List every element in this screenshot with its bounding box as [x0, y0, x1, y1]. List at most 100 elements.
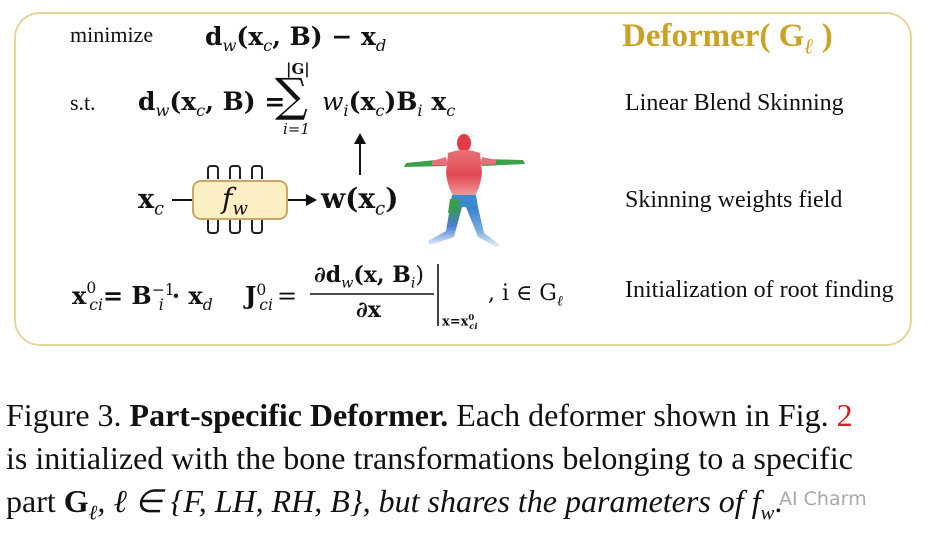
network-box: [192, 180, 288, 220]
caption-f: f: [751, 483, 761, 519]
lhs-c: c: [196, 101, 206, 120]
obj-dsub: d: [375, 36, 387, 55]
jacobian-denominator: ∂x: [356, 297, 381, 323]
title-sub: ℓ: [804, 34, 814, 59]
rhs-xc: x: [422, 87, 447, 116]
title-close: ): [813, 18, 833, 54]
network-input: xc: [138, 184, 164, 219]
init-x-sup: 0: [86, 279, 97, 297]
rhs-w: w: [322, 87, 344, 116]
caption-line1-rest: Each deformer shown in Fig.: [448, 397, 837, 433]
network-output: w(xc): [321, 182, 398, 220]
figure-ref-link[interactable]: 2: [836, 397, 853, 433]
net-w: w: [232, 198, 248, 220]
init-rest: · x: [171, 281, 203, 310]
out-w: w(x: [321, 182, 376, 215]
num-d: ∂d: [314, 262, 342, 288]
network-node: [229, 220, 241, 234]
caption-end: .: [774, 483, 783, 519]
caption-line-2: is initialized with the bone transformat…: [6, 440, 853, 476]
init-x0-expression: x0ci= B−1i · xd: [72, 279, 213, 314]
lbs-label: Linear Blend Skinning: [625, 90, 844, 116]
out-c: c: [375, 198, 386, 220]
init-x: x: [72, 281, 87, 310]
sum-lower: i=1: [283, 120, 310, 138]
lhs-d: d: [138, 87, 156, 116]
network-node: [207, 165, 219, 179]
caption-fsub: w: [760, 501, 775, 525]
init-J: J: [245, 281, 257, 310]
init-label: Initialization of root finding: [625, 277, 894, 303]
num-w: w: [341, 275, 354, 292]
num-rest: (x, B: [353, 262, 411, 288]
evaluation-bar: [437, 264, 439, 326]
init-x-sub: ci: [89, 295, 103, 314]
caption-bold: Part-specific Deformer.: [129, 397, 449, 433]
cond-sub: ℓ: [556, 293, 563, 310]
evaluation-point: x=x0ci: [442, 312, 478, 331]
init-B-sub: i: [158, 295, 164, 314]
init-J-sup: 0: [256, 281, 267, 299]
lhs-args: (x: [169, 87, 197, 116]
lhs-w: w: [155, 101, 170, 120]
title-text: Deformer( G: [622, 18, 805, 54]
num-close: ): [415, 263, 425, 288]
obj-rest: , B) − x: [272, 22, 376, 51]
init-jacobian-lhs: J0ci=: [245, 281, 297, 314]
network-node: [251, 220, 263, 234]
network-node: [229, 165, 241, 179]
init-condition: , i ∈ Gℓ: [488, 281, 563, 310]
init-B-sup: −1: [151, 281, 175, 299]
watermark: AI Charm: [779, 488, 867, 510]
caption-part: part: [6, 483, 64, 519]
num-Bi: i: [410, 275, 416, 292]
caption-line-3: part Gℓ, ℓ ∈ {F, LH, RH, B}, but shares …: [6, 480, 782, 534]
net-f: f: [222, 182, 233, 215]
sum-symbol: ∑: [275, 68, 308, 122]
st-keyword: s.t.: [70, 90, 96, 115]
caption-set: , ℓ ∈ {F, LH, RH, B}, but shares the par…: [97, 483, 752, 519]
network-node: [207, 220, 219, 234]
caption-G: G: [63, 483, 89, 519]
input-connector: [172, 199, 194, 201]
caption-line-1: Figure 3. Part-specific Deformer. Each d…: [6, 394, 853, 436]
obj-c: c: [263, 36, 273, 55]
out-close: ): [385, 182, 399, 215]
lhs-rest: , B) =: [205, 87, 286, 116]
arrow-up-icon: [354, 133, 366, 175]
eval-x: x=x: [442, 314, 469, 330]
rhs-x: (x: [348, 87, 376, 116]
rhs-xcsub: c: [446, 101, 456, 120]
rhs-B: )B: [384, 87, 418, 116]
sum-upper: |G|: [286, 60, 310, 78]
objective-expression: dw(xc, B) − xd: [205, 22, 386, 55]
eval-sub: ci: [469, 320, 478, 331]
rhs-c: c: [375, 101, 385, 120]
caption-Gsub: ℓ: [88, 501, 98, 525]
obj-args: (x: [236, 22, 264, 51]
minimize-keyword: minimize: [70, 22, 154, 47]
arrow-right-icon: [288, 194, 317, 206]
lbs-rhs: wi(xc)Bi xc: [322, 87, 455, 120]
lbs-lhs: dw(xc, B) =: [138, 87, 285, 120]
net-in-c: c: [154, 199, 164, 220]
network-label: fw: [222, 182, 248, 220]
rhs-wi: i: [343, 101, 349, 120]
obj-w: w: [222, 36, 237, 55]
net-in-x: x: [138, 184, 155, 215]
cond-text: , i ∈ G: [488, 281, 557, 306]
body-mesh-icon: [404, 134, 525, 247]
caption-prefix: Figure 3.: [6, 397, 130, 433]
rhs-Bi: i: [417, 101, 423, 120]
skinning-label: Skinning weights field: [625, 187, 843, 213]
jacobian-numerator: ∂dw(x, Bi): [314, 262, 424, 291]
network-node: [251, 165, 263, 179]
figure-title: Deformer( Gℓ ): [622, 18, 833, 60]
fraction-bar: [310, 293, 434, 295]
init-J-eq: =: [277, 282, 298, 310]
init-eqB: = B: [102, 281, 152, 310]
eval-sup: 0: [468, 312, 475, 322]
init-rest-sub: d: [202, 295, 213, 314]
init-J-sub: ci: [259, 295, 274, 314]
obj-d: d: [205, 22, 223, 51]
